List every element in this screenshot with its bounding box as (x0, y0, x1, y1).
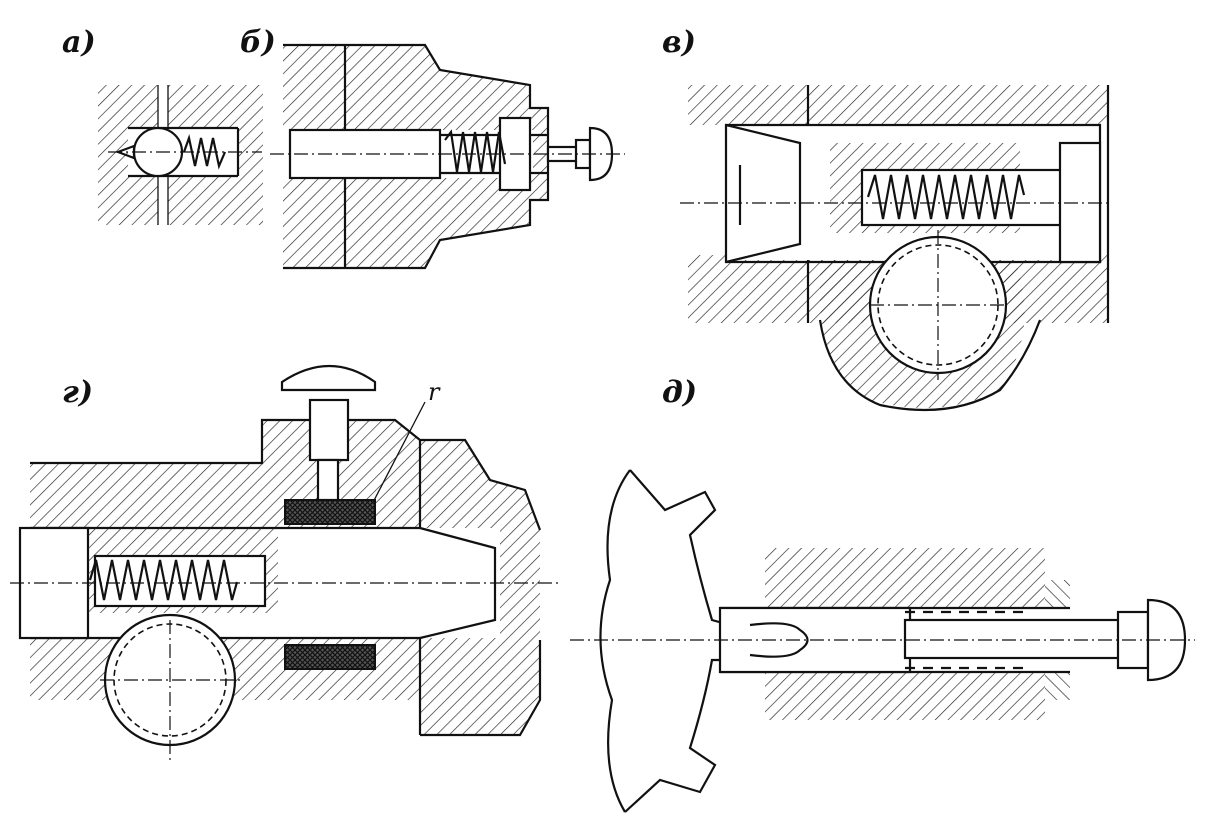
spring-b (444, 129, 507, 173)
insert-top-g (284, 499, 376, 525)
label-a: а) (62, 25, 96, 60)
housing-top-v (688, 85, 1108, 125)
insert-bottom-g (284, 644, 376, 670)
label-v: в) (662, 25, 696, 60)
figure-g: г) r (10, 365, 560, 760)
knob-g (280, 365, 377, 392)
label-g: г) (62, 375, 93, 410)
label-b: б) (240, 25, 276, 60)
spring-v (866, 174, 1026, 220)
label-d: д) (662, 375, 697, 410)
spring-d (905, 610, 1023, 670)
callout-r: r (428, 378, 441, 406)
housing-top-d (765, 548, 1045, 610)
figure-v: в) (662, 25, 1112, 412)
spring-g (88, 559, 239, 601)
knob-d (1146, 598, 1187, 682)
figure-b: б) (240, 25, 625, 270)
figure-a: а) (62, 25, 263, 225)
housing-bottom-d (765, 670, 1045, 720)
figure-d: д) (570, 375, 1195, 813)
